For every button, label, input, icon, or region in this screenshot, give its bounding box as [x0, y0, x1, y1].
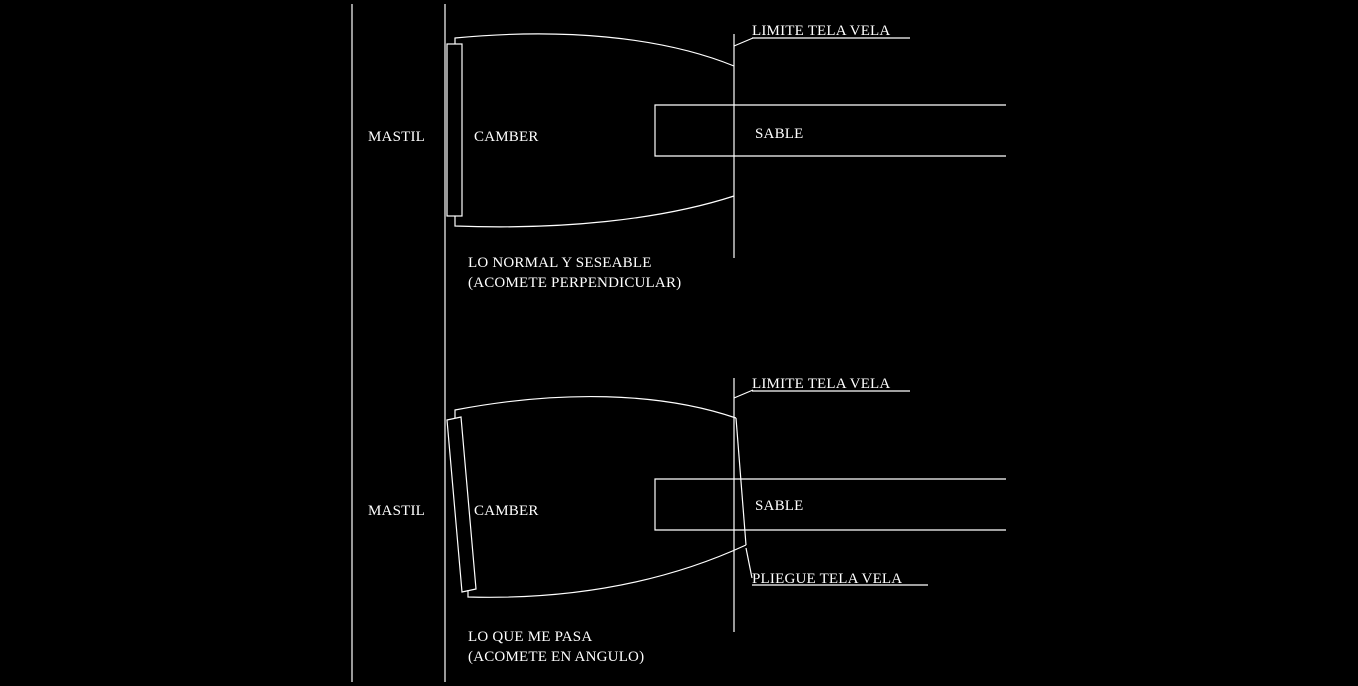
top-camber-strip: [446, 43, 463, 217]
top-caption-line2: (ACOMETE PERPENDICULAR): [468, 275, 681, 291]
top-caption-line1: LO NORMAL Y SESEABLE: [468, 255, 652, 271]
bottom-limit-label: LIMITE TELA VELA: [752, 376, 890, 392]
top-sable-label: SABLE: [755, 126, 804, 142]
top-sail-upper-curve: [454, 33, 735, 67]
bottom-mast-label: MASTIL: [368, 503, 425, 519]
bottom-scenario: MASTIL CAMBER SABLE LIMITE TELA VELA PLI…: [368, 376, 1006, 665]
top-scenario: MASTIL CAMBER SABLE LIMITE TELA VELA LO …: [368, 23, 1006, 291]
bottom-caption-line1: LO QUE ME PASA: [468, 629, 592, 645]
bottom-camber-label: CAMBER: [474, 503, 539, 519]
bottom-fold-label: PLIEGUE TELA VELA: [752, 571, 902, 587]
top-mast-label: MASTIL: [368, 129, 425, 145]
bottom-batten: [654, 478, 1006, 531]
top-batten: [654, 104, 1006, 157]
bottom-fold-leader: [745, 547, 753, 579]
top-camber-label: CAMBER: [474, 129, 539, 145]
bottom-sail-upper-curve: [454, 395, 737, 419]
top-sail-lower-curve: [454, 195, 735, 228]
top-limit-leader: [733, 37, 754, 47]
bottom-limit-leader: [733, 389, 754, 399]
bottom-caption-line2: (ACOMETE EN ANGULO): [468, 649, 644, 665]
bottom-sable-label: SABLE: [755, 498, 804, 514]
bottom-sail-fold-edge: [735, 417, 747, 546]
bottom-sail-lower-curve: [467, 544, 747, 598]
bottom-camber-strip: [446, 416, 477, 593]
top-limit-label: LIMITE TELA VELA: [752, 23, 890, 39]
